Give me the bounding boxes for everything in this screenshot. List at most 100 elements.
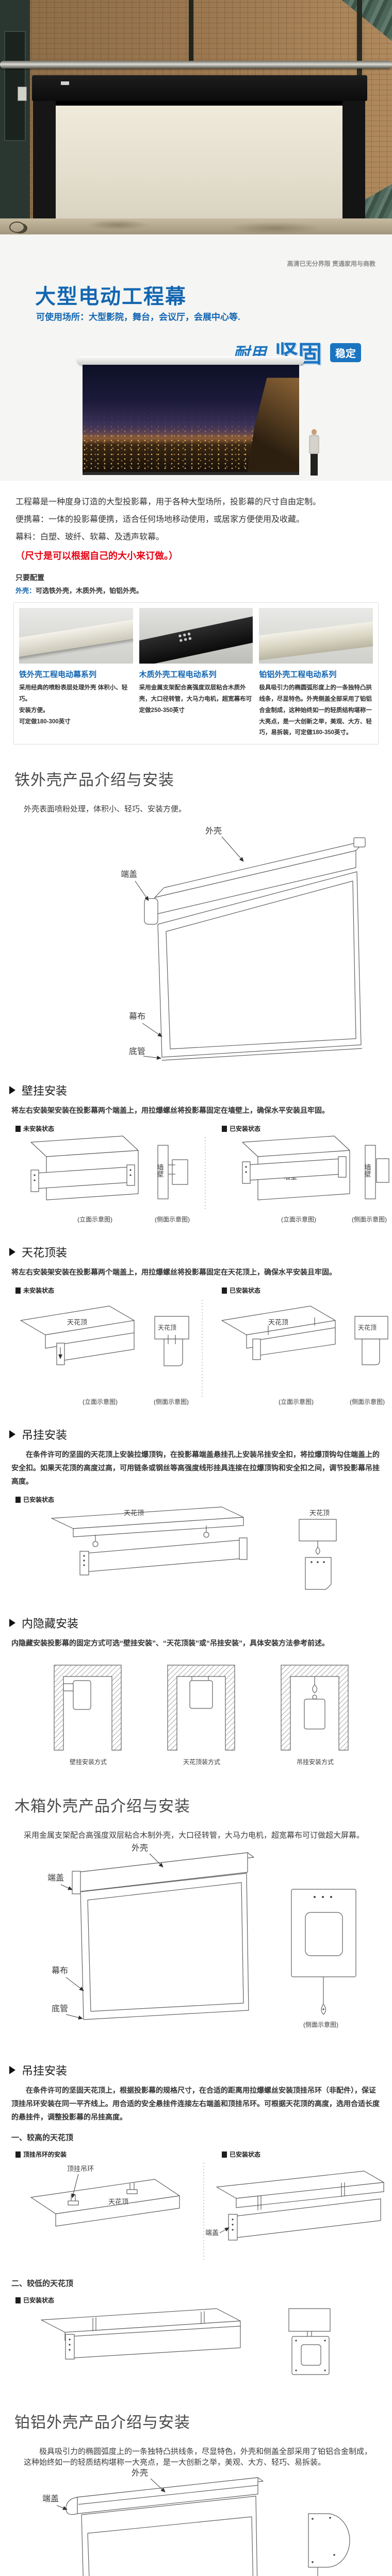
state-after: 已安装状态	[15, 1495, 54, 1504]
wood-hang-high: 一、较高的天花顶	[11, 2133, 74, 2143]
svg-text:(侧面示意图): (侧面示意图)	[154, 1398, 189, 1405]
product-series-box: 铁外壳工程电动幕系列 采用经典的喷粉表层处理外壳 体积小、轻巧。 安装方便。 可…	[13, 602, 379, 745]
state-bullet-icon	[15, 1496, 21, 1503]
iron-section-heading: 铁外壳产品介绍与安装	[14, 772, 174, 789]
svg-text:幕布: 幕布	[52, 1966, 68, 1975]
state-before: 未安装状态	[15, 1124, 222, 1133]
svg-text:(侧面示意图): (侧面示意图)	[352, 1215, 387, 1223]
state-bullet-icon	[15, 2297, 21, 2303]
shell-label: 外壳：	[15, 587, 36, 595]
svg-text:外壳: 外壳	[132, 2468, 148, 2478]
state-labels: 已安装状态	[15, 1495, 392, 1504]
svg-text:(侧面示意图): (侧面示意图)	[155, 1215, 190, 1223]
arrow-icon	[9, 1619, 15, 1628]
casing-label-chip	[61, 81, 69, 85]
hidden-caption: 壁挂安装方式	[70, 1758, 107, 1766]
page-title: 大型电动工程幕	[35, 285, 187, 308]
iron-wall-heading: 壁挂安装	[9, 1082, 392, 1098]
label-top-ring: 顶挂吊环	[67, 2165, 94, 2173]
arrow-icon	[9, 1086, 15, 1095]
state-after: 已安装状态	[222, 1286, 260, 1295]
product-card-alu[interactable]: 铂铝外壳工程电动系列 极具吸引力的椭圆弧形度上的一条独特凸拱线条，尽显特色。外壳…	[259, 608, 373, 739]
label-tube: 底管	[129, 1047, 145, 1056]
label-endcap: 端盖	[205, 2229, 219, 2236]
wood-section-heading: 木箱外壳产品介绍与安装	[14, 1798, 190, 1816]
banner: 高清已无分界限 贯通家用与商教 大型电动工程幕 可使用场所：大型影院，舞台，会议…	[0, 234, 392, 481]
alu-housing-image	[259, 608, 373, 664]
state-after: 已安装状态	[222, 2150, 260, 2159]
arrow-icon	[9, 1430, 15, 1439]
intro-line: 便携幕：一体的投影幕便携，适合任何场地移动使用，或居家方便使用及收藏。	[15, 515, 305, 524]
state-after: 已安装状态	[15, 2296, 54, 2304]
state-labels: 未安装状态 已安装状态	[15, 1286, 392, 1295]
svg-text:天花顶: 天花顶	[108, 2198, 128, 2206]
product-card-iron[interactable]: 铁外壳工程电动幕系列 采用经典的喷粉表层处理外壳 体积小、轻巧。 安装方便。 可…	[19, 608, 133, 739]
hidden-caption: 吊挂安装方式	[297, 1758, 334, 1766]
label-endcap: 端盖	[121, 870, 137, 879]
state-bullet-icon	[15, 2151, 21, 2158]
iron-section-intro: 外壳表面喷粉处理，体积小、轻巧、安装方便。	[24, 805, 187, 814]
product-desc: 可定做180-300英寸	[19, 718, 71, 725]
person-figure	[307, 429, 321, 477]
svg-text:(侧面示意图): (侧面示意图)	[303, 2021, 338, 2028]
iron-hidden-heading: 内隐藏安装	[9, 1615, 392, 1631]
hidden-caption: 天花顶装方式	[183, 1758, 220, 1766]
svg-text:墙壁: 墙壁	[156, 1164, 164, 1177]
concrete-floor	[0, 218, 392, 234]
svg-text:(侧面示意图): (侧面示意图)	[350, 1398, 385, 1405]
render-housing-bar	[77, 356, 304, 365]
state-labels: 未安装状态 已安装状态	[15, 1124, 392, 1133]
wood-hang-high-diagram: 顶挂吊环 天花顶 端盖	[30, 2163, 384, 2262]
state-before: 未安装状态	[15, 1286, 222, 1295]
alu-exploded-diagram: 外壳 端盖 幕布 底管 (侧面示意图)	[42, 2468, 350, 2576]
svg-text:(立面示意图): (立面示意图)	[281, 1215, 316, 1223]
product-desc: 极具吸引力的椭圆弧形度上的一条独特凸拱线条，尽显特色。外壳侧盖全部采用了铂铝合金…	[259, 685, 372, 736]
label-housing: 外壳	[205, 826, 222, 836]
state-after: 已安装状态	[222, 1124, 260, 1133]
screen-casing-photo	[32, 75, 367, 101]
left-window	[4, 31, 26, 141]
state-ring-install: 顶挂吊环的安装	[15, 2150, 222, 2159]
iron-exploded-diagram: 外壳 端盖 幕布 底管	[121, 826, 366, 1061]
render-night-city-screen	[83, 365, 299, 473]
person-legs	[311, 454, 318, 476]
state-bullet-icon	[15, 1125, 21, 1132]
person-head	[312, 429, 317, 435]
iron-wall-desc: 将左右安装架安装在投影幕两个端盖上，用拉爆螺丝将投影幕固定在墙壁上，确保水平安装…	[11, 1106, 329, 1115]
product-card-wood[interactable]: 木质外壳工程电动系列 采用金属支架配合高强度双层粘合木质外壳，大口径转管，大马力…	[139, 608, 253, 739]
iron-hidden-diagram: 壁挂安装方式 天花顶装方式 吊挂安装方式	[54, 1665, 349, 1766]
product-title: 铁外壳工程电动幕系列	[19, 670, 97, 679]
svg-text:外壳: 外壳	[132, 1843, 148, 1853]
config-title: 只要配置	[15, 573, 44, 582]
state-bullet-icon	[222, 1287, 227, 1294]
wood-exploded-diagram: 外壳 端盖 幕布 底管 (侧面示意图)	[47, 1843, 356, 2028]
svg-text:天花顶: 天花顶	[268, 1318, 288, 1326]
product-render	[77, 356, 320, 478]
state-labels: 顶挂吊环的安装 已安装状态	[15, 2150, 392, 2159]
svg-text:端盖: 端盖	[42, 2494, 59, 2503]
wood-housing-image	[139, 608, 253, 664]
label-fabric: 幕布	[129, 1012, 145, 1021]
cable-coil	[9, 222, 25, 233]
feature-badges: 耐用 坚固 稳定	[233, 335, 361, 369]
product-desc: 采用金属支架配合高强度双层粘合木质外壳，大口径转管，大马力电机，超宽幕布可定做2…	[139, 685, 252, 714]
custom-size-note: （尺寸是可以根据自己的大小来订做。）	[15, 551, 178, 561]
state-bullet-icon	[222, 2151, 227, 2158]
render-bottom-bar	[83, 472, 299, 475]
shell-text: 可选铁外壳，木质外壳，铂铝外壳。	[36, 587, 143, 595]
wall-box	[18, 87, 27, 101]
state-bullet-icon	[222, 1125, 227, 1132]
wood-hang-low: 二、较低的天花顶	[11, 2279, 74, 2289]
svg-text:天花顶: 天花顶	[158, 1324, 176, 1331]
shell-options: 外壳：可选铁外壳，木质外壳，铂铝外壳。	[15, 585, 378, 597]
iron-ceiling-diagram: 天花顶 天花顶 天花顶 天花顶 (立面示意图) (侧面示意图) (立面示意图) …	[20, 1300, 388, 1405]
product-desc: 安装方便。	[19, 707, 49, 714]
intro-text: 工程幕是一种度身订造的大型投影幕，用于各种大型场所，投影幕的尺寸自由定制。 便携…	[0, 481, 392, 597]
svg-text:底管: 底管	[52, 2004, 68, 2013]
iron-wall-diagram: 墙壁 墙壁 墙壁 墙壁 (立面示意图) (侧面示意图) (立面示意图) (侧面示…	[30, 1136, 389, 1223]
intro-line: 幕料：白塑、玻纤、软幕、及透声软幕。	[15, 533, 165, 541]
svg-text:(立面示意图): (立面示意图)	[83, 1398, 118, 1405]
building-silhouette	[247, 378, 299, 473]
iron-hang-heading: 吊挂安装	[9, 1426, 392, 1443]
